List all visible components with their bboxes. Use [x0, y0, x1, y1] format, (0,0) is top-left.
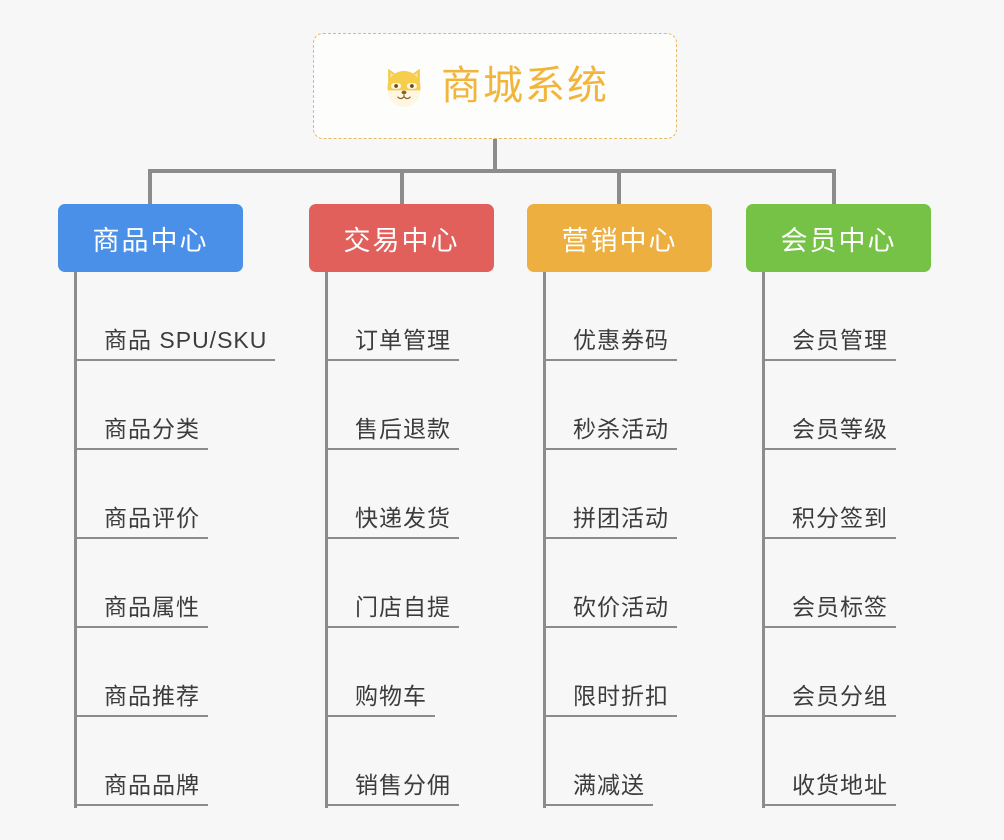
leaf-label: 订单管理 — [355, 326, 451, 353]
leaf-label: 商品品牌 — [104, 771, 200, 798]
category-spine-2 — [325, 272, 328, 808]
leaf-label: 满减送 — [573, 771, 645, 798]
leaf-label: 门店自提 — [355, 593, 451, 620]
leaf-label: 限时折扣 — [573, 682, 669, 709]
category-header-3[interactable]: 营销中心 — [527, 204, 712, 272]
shiba-dog-emoji-icon — [381, 63, 427, 109]
list-item[interactable]: 销售分佣 — [309, 717, 494, 806]
list-item[interactable]: 拼团活动 — [527, 450, 712, 539]
leaf-label: 商品 SPU/SKU — [104, 326, 268, 353]
connector-horizontal-bus — [148, 169, 836, 173]
list-item[interactable]: 会员等级 — [746, 361, 931, 450]
leaf-label: 购物车 — [355, 682, 427, 709]
list-item[interactable]: 商品品牌 — [58, 717, 243, 806]
connector-root-stem — [493, 139, 497, 171]
leaf-label: 积分签到 — [792, 504, 888, 531]
category-spine-1 — [74, 272, 77, 808]
leaf-label: 销售分佣 — [355, 771, 451, 798]
leaf-label: 商品推荐 — [104, 682, 200, 709]
leaf-label: 快递发货 — [355, 504, 451, 531]
list-item[interactable]: 购物车 — [309, 628, 494, 717]
list-item[interactable]: 砍价活动 — [527, 539, 712, 628]
connector-drop-2 — [400, 169, 404, 206]
category-column-2: 交易中心 订单管理 售后退款 快递发货 门店自提 购物车 销售分佣 — [309, 204, 494, 808]
leaf-label: 会员分组 — [792, 682, 888, 709]
category-label-3: 营销中心 — [561, 225, 678, 256]
leaf-label: 商品评价 — [104, 504, 200, 531]
category-spine-4 — [762, 272, 765, 808]
leaf-label: 售后退款 — [355, 415, 451, 442]
category-column-3: 营销中心 优惠券码 秒杀活动 拼团活动 砍价活动 限时折扣 满减送 — [527, 204, 712, 808]
category-label-2: 交易中心 — [343, 225, 460, 256]
list-item[interactable]: 会员管理 — [746, 272, 931, 361]
root-node-mall-system[interactable]: 商城系统 — [313, 33, 677, 139]
leaf-label: 会员标签 — [792, 593, 888, 620]
list-item[interactable]: 优惠券码 — [527, 272, 712, 361]
list-item[interactable]: 会员分组 — [746, 628, 931, 717]
list-item[interactable]: 收货地址 — [746, 717, 931, 806]
list-item[interactable]: 秒杀活动 — [527, 361, 712, 450]
category-label-4: 会员中心 — [780, 225, 897, 256]
leaf-label: 秒杀活动 — [573, 415, 669, 442]
list-item[interactable]: 商品分类 — [58, 361, 243, 450]
leaf-label: 商品属性 — [104, 593, 200, 620]
list-item[interactable]: 限时折扣 — [527, 628, 712, 717]
leaf-list-2: 订单管理 售后退款 快递发货 门店自提 购物车 销售分佣 — [309, 272, 494, 806]
category-header-1[interactable]: 商品中心 — [58, 204, 243, 272]
leaf-list-4: 会员管理 会员等级 积分签到 会员标签 会员分组 收货地址 — [746, 272, 931, 806]
leaf-label: 收货地址 — [792, 771, 888, 798]
category-header-4[interactable]: 会员中心 — [746, 204, 931, 272]
leaf-label: 拼团活动 — [573, 504, 669, 531]
category-header-2[interactable]: 交易中心 — [309, 204, 494, 272]
leaf-label: 会员等级 — [792, 415, 888, 442]
list-item[interactable]: 门店自提 — [309, 539, 494, 628]
connector-drop-1 — [148, 169, 152, 206]
category-column-1: 商品中心 商品 SPU/SKU 商品分类 商品评价 商品属性 商品推荐 商品品牌 — [58, 204, 276, 808]
connector-drop-3 — [617, 169, 621, 206]
root-title: 商城系统 — [441, 64, 609, 108]
leaf-list-1: 商品 SPU/SKU 商品分类 商品评价 商品属性 商品推荐 商品品牌 — [58, 272, 276, 806]
leaf-label: 砍价活动 — [573, 593, 669, 620]
list-item[interactable]: 会员标签 — [746, 539, 931, 628]
list-item[interactable]: 满减送 — [527, 717, 712, 806]
list-item[interactable]: 积分签到 — [746, 450, 931, 539]
leaf-list-3: 优惠券码 秒杀活动 拼团活动 砍价活动 限时折扣 满减送 — [527, 272, 712, 806]
category-spine-3 — [543, 272, 546, 808]
list-item[interactable]: 商品评价 — [58, 450, 243, 539]
category-column-4: 会员中心 会员管理 会员等级 积分签到 会员标签 会员分组 收货地址 — [746, 204, 931, 808]
list-item[interactable]: 商品推荐 — [58, 628, 243, 717]
list-item[interactable]: 商品属性 — [58, 539, 243, 628]
leaf-label: 优惠券码 — [573, 326, 669, 353]
connector-drop-4 — [832, 169, 836, 206]
list-item[interactable]: 售后退款 — [309, 361, 494, 450]
list-item[interactable]: 订单管理 — [309, 272, 494, 361]
list-item[interactable]: 快递发货 — [309, 450, 494, 539]
category-label-1: 商品中心 — [92, 225, 209, 256]
list-item[interactable]: 商品 SPU/SKU — [58, 272, 276, 361]
leaf-label: 会员管理 — [792, 326, 888, 353]
leaf-label: 商品分类 — [104, 415, 200, 442]
